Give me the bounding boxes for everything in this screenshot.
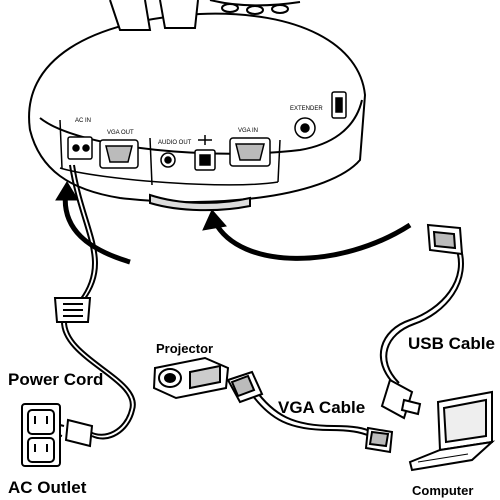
vga-cable	[249, 387, 373, 437]
usb-side-icon[interactable]	[331, 91, 347, 119]
extender-port[interactable]	[294, 117, 316, 139]
port-label-ac-in: AC IN	[75, 118, 91, 124]
port-label-vga-in: VGA IN	[238, 128, 258, 134]
label-usb-cable: USB Cable	[408, 334, 495, 353]
usb-port-icon[interactable]	[194, 135, 216, 171]
label-projector: Projector	[156, 341, 214, 356]
vga-out-port[interactable]	[99, 139, 139, 169]
arrow-up-icon	[202, 209, 412, 261]
vga-in-port[interactable]	[229, 137, 271, 167]
label-power-cord: Power Cord	[8, 370, 104, 389]
label-ac-outlet: AC Outlet	[8, 478, 87, 497]
label-vga-cable: VGA Cable	[278, 398, 366, 417]
port-label-audio-out: AUDIO OUT	[158, 140, 192, 146]
ac-in-port[interactable]	[67, 136, 93, 160]
ac-outlet	[21, 403, 61, 467]
label-computer: Computer	[412, 483, 474, 498]
usb-connector	[380, 223, 464, 420]
audio-out-port[interactable]	[160, 152, 176, 168]
vga-connector	[226, 370, 394, 454]
arrow-up-icon	[55, 181, 131, 265]
power-plug	[53, 297, 92, 323]
power-cord	[60, 164, 136, 440]
laptop	[408, 390, 496, 472]
port-panel	[59, 119, 281, 186]
port-label-vga-out: VGA OUT	[107, 130, 134, 136]
port-label-extender: EXTENDER	[290, 106, 323, 112]
usb-cable	[379, 242, 464, 386]
projector	[152, 356, 230, 400]
